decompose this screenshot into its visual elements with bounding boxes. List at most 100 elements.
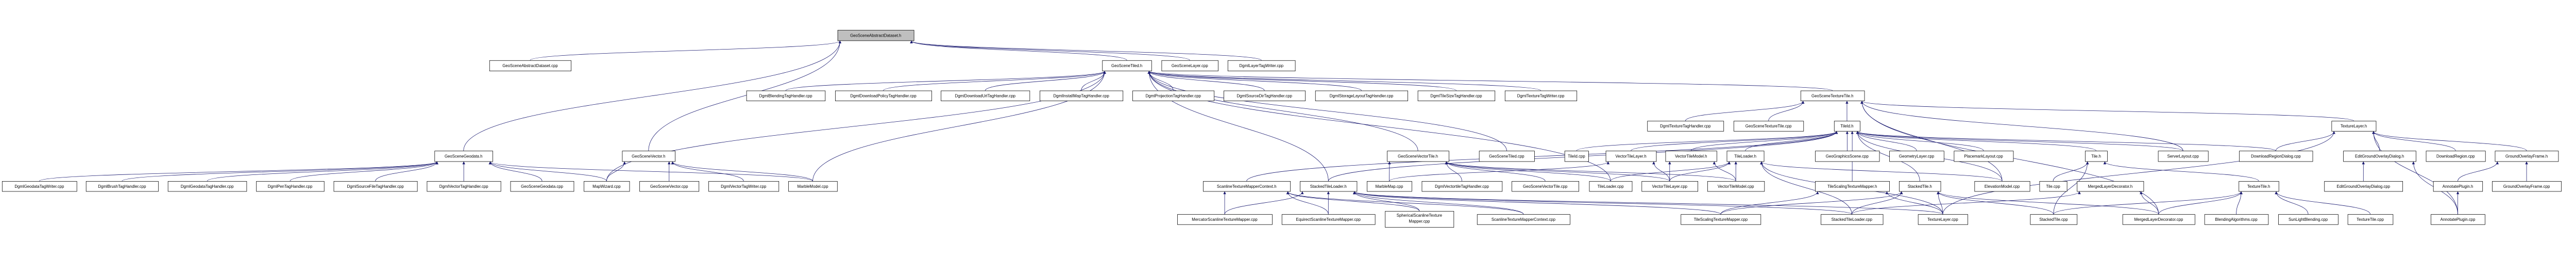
- graph-node[interactable]: MergedLayerDecorator.cpp: [2122, 214, 2195, 225]
- node-label: TileScalingTextureMapper.h: [1827, 184, 1877, 189]
- node-label: Tile.h: [2091, 154, 2101, 159]
- graph-root-node[interactable]: GeoSceneAbstractDataset.h: [837, 30, 914, 41]
- node-box: [1605, 151, 1657, 162]
- graph-node[interactable]: EditGroundOverlayDialog.h: [2343, 151, 2416, 162]
- graph-node[interactable]: DgmlInstallMapTagHandler.cpp: [1040, 90, 1124, 101]
- graph-node[interactable]: TileLoader.h: [1726, 151, 1765, 162]
- dependency-edge: [1937, 191, 2159, 215]
- graph-node[interactable]: GeoSceneTextureTile.h: [1800, 90, 1865, 101]
- graph-node[interactable]: Tile.cpp: [2039, 181, 2067, 192]
- graph-node[interactable]: DgmlVectorTagWriter.cpp: [708, 181, 779, 192]
- graph-node[interactable]: MapWizard.cpp: [584, 181, 630, 192]
- graph-node[interactable]: VectorTileLayer.h: [1605, 151, 1657, 162]
- graph-node[interactable]: VectorTileModel.cpp: [1707, 181, 1765, 192]
- graph-node[interactable]: DgmlBrushTagHandler.cpp: [86, 181, 159, 192]
- graph-node[interactable]: EditGroundOverlayDialog.cpp: [2324, 181, 2403, 192]
- graph-node[interactable]: ScanlineTextureMapperContext.cpp: [1477, 214, 1570, 225]
- graph-node[interactable]: GeoSceneVector.cpp: [639, 181, 700, 192]
- dependency-edge: [1652, 161, 1670, 182]
- graph-node[interactable]: DownloadRegion.cpp: [2426, 151, 2486, 162]
- graph-node[interactable]: DgmlDownloadUrlTagHandler.cpp: [941, 90, 1030, 101]
- graph-node[interactable]: TextureLayer.h: [2331, 121, 2377, 132]
- graph-node[interactable]: VectorTileLayer.cpp: [1641, 181, 1699, 192]
- graph-node[interactable]: GeometryLayer.cpp: [1889, 151, 1944, 162]
- graph-node[interactable]: BlendingAlgorithms.cpp: [2204, 214, 2269, 225]
- graph-node[interactable]: MarbleMap.cpp: [1367, 181, 1412, 192]
- graph-node[interactable]: StackedTile.cpp: [2030, 214, 2078, 225]
- graph-node[interactable]: EquirectScanlineTextureMapper.cpp: [1281, 214, 1376, 225]
- graph-node[interactable]: DgmlDownloadPolicyTagHandler.cpp: [835, 90, 932, 101]
- graph-node[interactable]: GeoSceneAbstractDataset.cpp: [489, 60, 571, 72]
- graph-node[interactable]: StackedTile.h: [1899, 181, 1941, 192]
- dependency-edge: [671, 161, 744, 182]
- graph-node[interactable]: SunLightBlending.cpp: [2278, 214, 2338, 225]
- graph-node[interactable]: MarbleModel.cpp: [788, 181, 838, 192]
- graph-node[interactable]: ElevationModel.cpp: [1974, 181, 2030, 192]
- graph-node[interactable]: DgmlBlendingTagHandler.cpp: [746, 90, 826, 101]
- graph-node[interactable]: DgmlProjectionTagHandler.cpp: [1132, 90, 1215, 101]
- graph-node[interactable]: DgmlSourceDirTagHandler.cpp: [1224, 90, 1306, 101]
- graph-node[interactable]: DgmlVectortileTagHandler.cpp: [1421, 181, 1503, 192]
- graph-node[interactable]: PlacemarkLayout.cpp: [1954, 151, 2014, 162]
- dependency-edge: [2275, 131, 2335, 151]
- graph-node[interactable]: AnnotatePlugin.cpp: [2431, 214, 2485, 225]
- graph-node[interactable]: DgmlGeodataTagHandler.cpp: [167, 181, 247, 192]
- node-label: VectorTileLayer.h: [1616, 154, 1647, 159]
- graph-node[interactable]: TileScalingTextureMapper.cpp: [1681, 214, 1761, 225]
- graph-node[interactable]: AnnotatePlugin.h: [2433, 181, 2483, 192]
- node-box: [2122, 214, 2195, 225]
- node-label: DgmlVectortileTagHandler.cpp: [1435, 184, 1489, 189]
- graph-node[interactable]: TileId.cpp: [1564, 151, 1589, 162]
- graph-node[interactable]: GeoGraphicsScene.cpp: [1815, 151, 1880, 162]
- graph-node[interactable]: TextureLayer.cpp: [1918, 214, 1968, 225]
- graph-node[interactable]: GroundOverlayFrame.h: [2495, 151, 2559, 162]
- dependency-edge: [2236, 191, 2243, 215]
- dependency-edge: [1760, 161, 1852, 215]
- graph-node[interactable]: MercatorScanlineTextureMapper.cpp: [1177, 214, 1273, 225]
- graph-node[interactable]: GeoSceneVectorTile.h: [1387, 151, 1449, 162]
- graph-node[interactable]: GeoSceneVector.h: [622, 151, 675, 162]
- graph-node[interactable]: DgmlTextureTagWriter.cpp: [1504, 90, 1578, 101]
- graph-node[interactable]: GeoSceneLayer.cpp: [1161, 60, 1218, 72]
- dependency-edge: [985, 71, 1106, 91]
- node-box: [1889, 151, 1944, 162]
- graph-node[interactable]: GeoSceneTextureTile.cpp: [1733, 121, 1804, 132]
- graph-node[interactable]: DgmlLayerTagWriter.cpp: [1227, 60, 1296, 72]
- graph-node[interactable]: DgmlSourceFileTagHandler.cpp: [333, 181, 418, 192]
- graph-node[interactable]: VectorTileModel.h: [1665, 151, 1717, 162]
- graph-node[interactable]: GeoSceneTiled.h: [1102, 60, 1152, 72]
- graph-node[interactable]: TileScalingTextureMapper.h: [1815, 181, 1890, 192]
- graph-node[interactable]: DgmlTileSizeTagHandler.cpp: [1417, 90, 1496, 101]
- graph-node[interactable]: ServerLayout.cpp: [2158, 151, 2209, 162]
- graph-node[interactable]: DgmlStorageLayoutTagHandler.cpp: [1315, 90, 1408, 101]
- graph-node[interactable]: MergedLayerDecorator.h: [2077, 181, 2144, 192]
- graph-node[interactable]: GeoSceneGeodata.cpp: [510, 181, 574, 192]
- node-label: DownloadRegion.cpp: [2436, 154, 2475, 159]
- graph-node[interactable]: DgmlTextureTagHandler.cpp: [1647, 121, 1724, 132]
- graph-node[interactable]: GeoSceneVectorTile.cpp: [1512, 181, 1579, 192]
- node-box: [1477, 214, 1570, 225]
- graph-node[interactable]: TextureTile.cpp: [2347, 214, 2394, 225]
- node-box: [2030, 214, 2078, 225]
- graph-node[interactable]: GeoSceneGeodata.h: [434, 151, 493, 162]
- graph-node[interactable]: StackedTileLoader.h: [1300, 181, 1358, 192]
- graph-node[interactable]: TextureTile.h: [2239, 181, 2279, 192]
- graph-node[interactable]: StackedTileLoader.cpp: [1821, 214, 1884, 225]
- graph-node[interactable]: DgmlGeodataTagWriter.cpp: [2, 181, 77, 192]
- node-box: [489, 60, 571, 72]
- graph-node[interactable]: GroundOverlayFrame.cpp: [2492, 181, 2562, 192]
- dependency-edge: [1353, 191, 1524, 215]
- graph-node[interactable]: ScanlineTextureMapperContext.h: [1203, 181, 1291, 192]
- graph-node[interactable]: DgmlPenTagHandler.cpp: [256, 181, 325, 192]
- graph-node[interactable]: TileLoader.cpp: [1589, 181, 1633, 192]
- graph-node[interactable]: DgmlVectorTagHandler.cpp: [427, 181, 501, 192]
- graph-node[interactable]: Tile.h: [2084, 151, 2108, 162]
- node-label: MapWizard.cpp: [592, 184, 621, 189]
- dependency-edge: [1445, 161, 1670, 182]
- node-label: DgmlGeodataTagWriter.cpp: [14, 184, 64, 189]
- graph-node[interactable]: DownloadRegionDialog.cpp: [2239, 151, 2313, 162]
- node-label: TileId.cpp: [1568, 154, 1585, 159]
- graph-node[interactable]: GeoSceneTiled.cpp: [1479, 151, 1535, 162]
- graph-node[interactable]: TileId.h: [1834, 121, 1860, 132]
